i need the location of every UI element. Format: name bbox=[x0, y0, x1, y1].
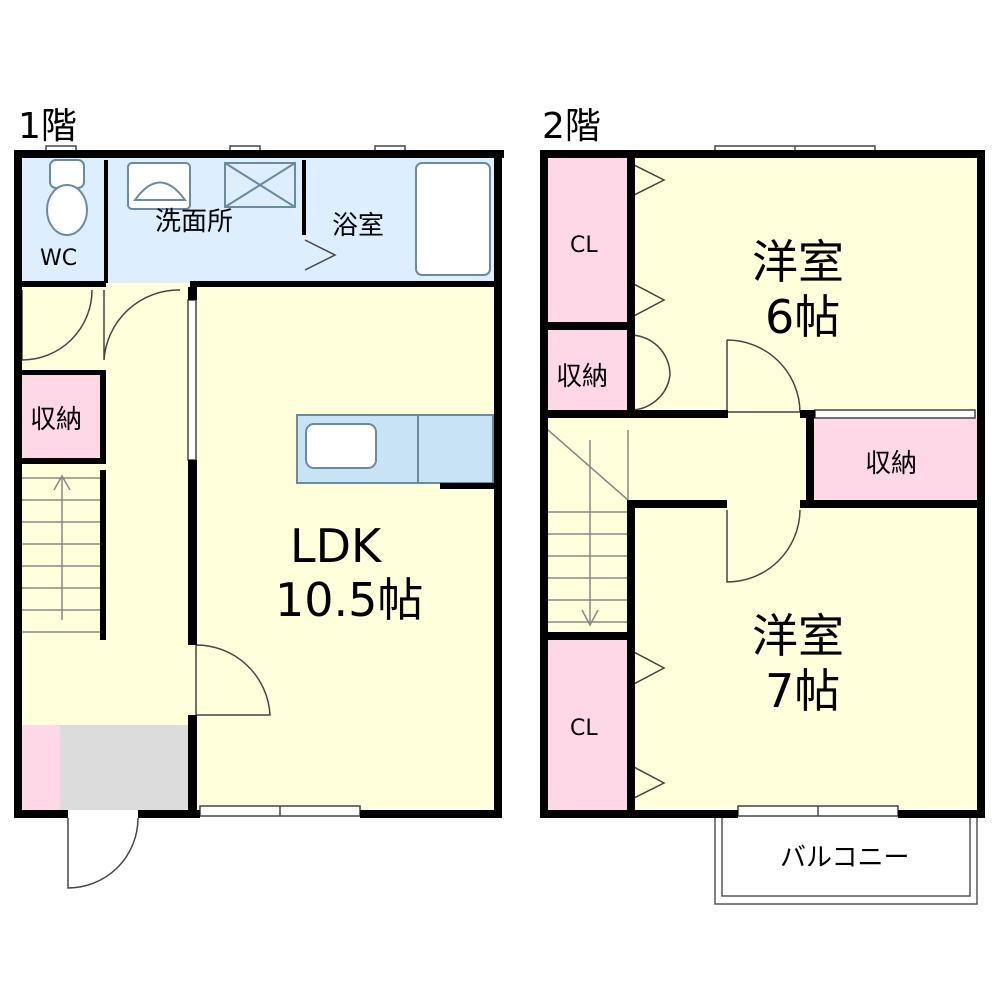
western-a-size-label: 6帖 bbox=[765, 290, 840, 344]
balcony bbox=[714, 813, 978, 905]
closet-bottom-label: CL bbox=[570, 716, 598, 741]
closet-bottom bbox=[545, 640, 627, 810]
closet-top-label: CL bbox=[570, 233, 598, 258]
floor1-label: 1階 bbox=[18, 106, 77, 147]
kitchen-counter bbox=[296, 414, 494, 484]
bath-label: 浴室 bbox=[332, 211, 384, 241]
doors-2f bbox=[629, 162, 801, 801]
storage-right-label: 収納 bbox=[865, 449, 917, 479]
stairs-2f bbox=[547, 429, 629, 627]
western-a-name-label: 洋室 bbox=[752, 235, 844, 289]
wc-label: WC bbox=[40, 246, 77, 271]
western-b-name-label: 洋室 bbox=[752, 609, 844, 663]
western-b-size-label: 7帖 bbox=[765, 664, 840, 718]
storage-label-1f: 収納 bbox=[30, 405, 82, 435]
doors-1f bbox=[21, 239, 337, 889]
closet-top bbox=[545, 155, 627, 325]
storage-small-label: 収納 bbox=[556, 362, 608, 392]
walls-2f bbox=[540, 150, 985, 818]
sink-fixture bbox=[127, 162, 191, 210]
floor2-label: 2階 bbox=[542, 106, 601, 147]
ldk-size-label: 10.5帖 bbox=[275, 573, 423, 627]
ldk-name-label: LDK bbox=[290, 519, 383, 573]
entry-shoe-storage bbox=[18, 725, 60, 810]
washing-machine-fixture bbox=[224, 162, 296, 208]
entry-floor bbox=[60, 725, 190, 810]
balcony-label: バルコニー bbox=[780, 843, 909, 873]
toilet-fixture bbox=[46, 159, 88, 236]
washroom-label: 洗面所 bbox=[155, 207, 233, 237]
stairs-1f bbox=[22, 474, 104, 633]
floor1-plan: 1階 WC 洗面所 浴室 収納 LDK 10.5帖 bbox=[14, 106, 504, 889]
floor2-plan: 2階 CL 収納 洋室 6帖 収納 CL 洋室 7帖 バルコニー bbox=[540, 106, 985, 905]
storage-room-1f bbox=[18, 375, 104, 460]
storage-small-2f bbox=[545, 330, 627, 412]
bathtub-fixture bbox=[415, 162, 491, 276]
storage-right-2f bbox=[812, 418, 980, 500]
walls-1f bbox=[14, 150, 504, 818]
